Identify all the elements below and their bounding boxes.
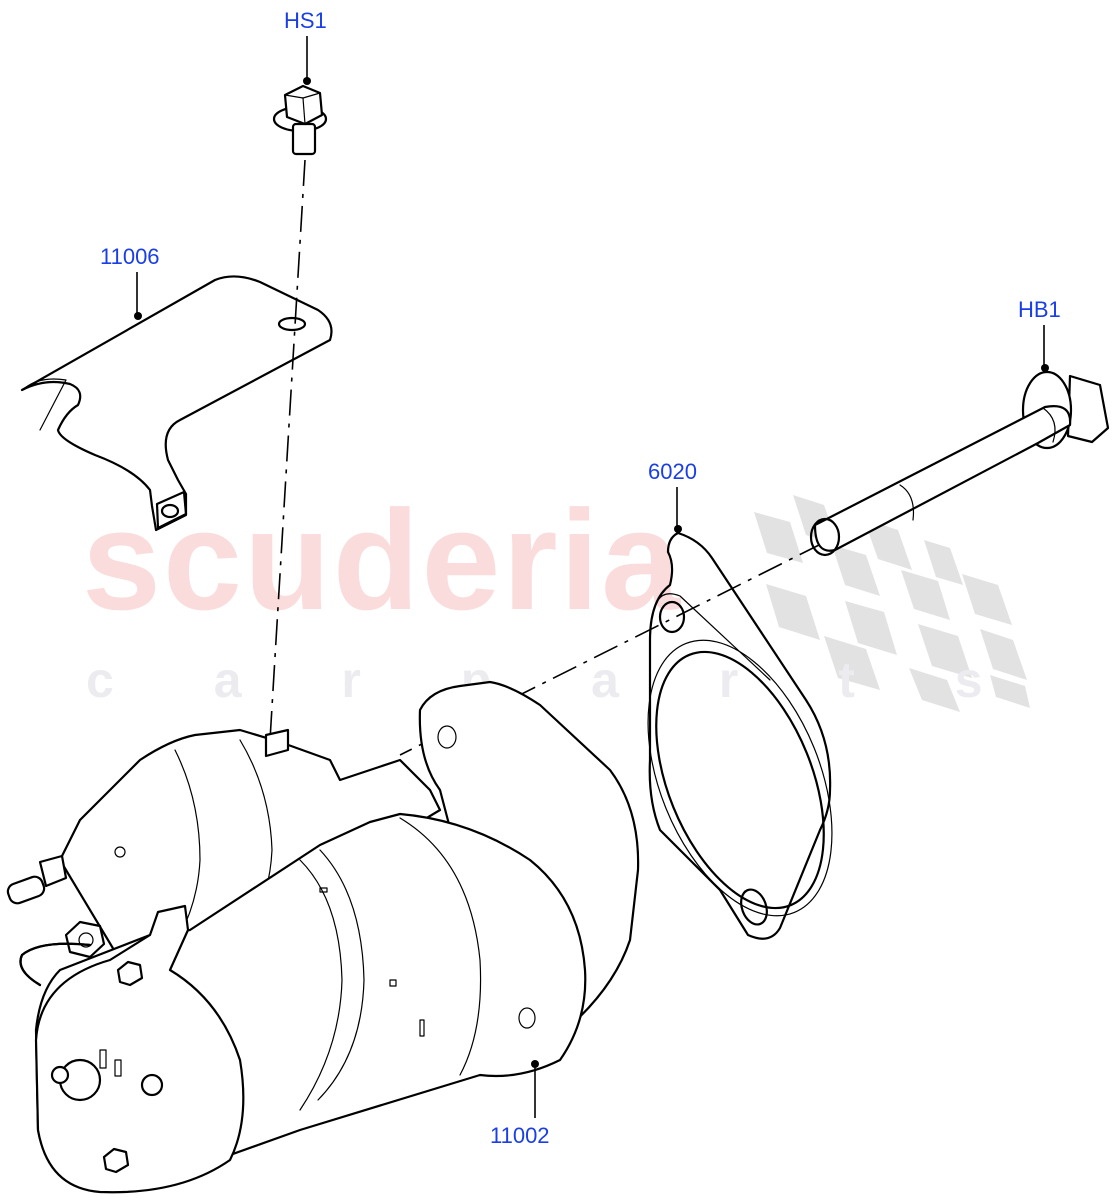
callout-11002[interactable]: 11002 — [490, 1123, 550, 1148]
callout-6020[interactable]: 6020 — [648, 459, 697, 484]
assembly-line-bolt — [399, 542, 824, 756]
starter-motor-11002-drawing — [6, 680, 640, 1194]
gasket-6020-drawing — [647, 487, 833, 940]
callout-hb1[interactable]: HB1 — [1018, 297, 1061, 322]
bracket-11006-drawing — [20, 272, 333, 532]
callout-hs1[interactable]: HS1 — [284, 8, 327, 33]
callout-11006[interactable]: 11006 — [100, 244, 160, 269]
bolt-hb1-drawing — [809, 325, 1110, 557]
assembly-line-screw — [269, 159, 306, 741]
watermark-tagline: c a r p a r t s — [86, 652, 1026, 708]
watermark-brand: scuderia — [82, 481, 683, 640]
screw-hs1-drawing — [272, 36, 328, 156]
